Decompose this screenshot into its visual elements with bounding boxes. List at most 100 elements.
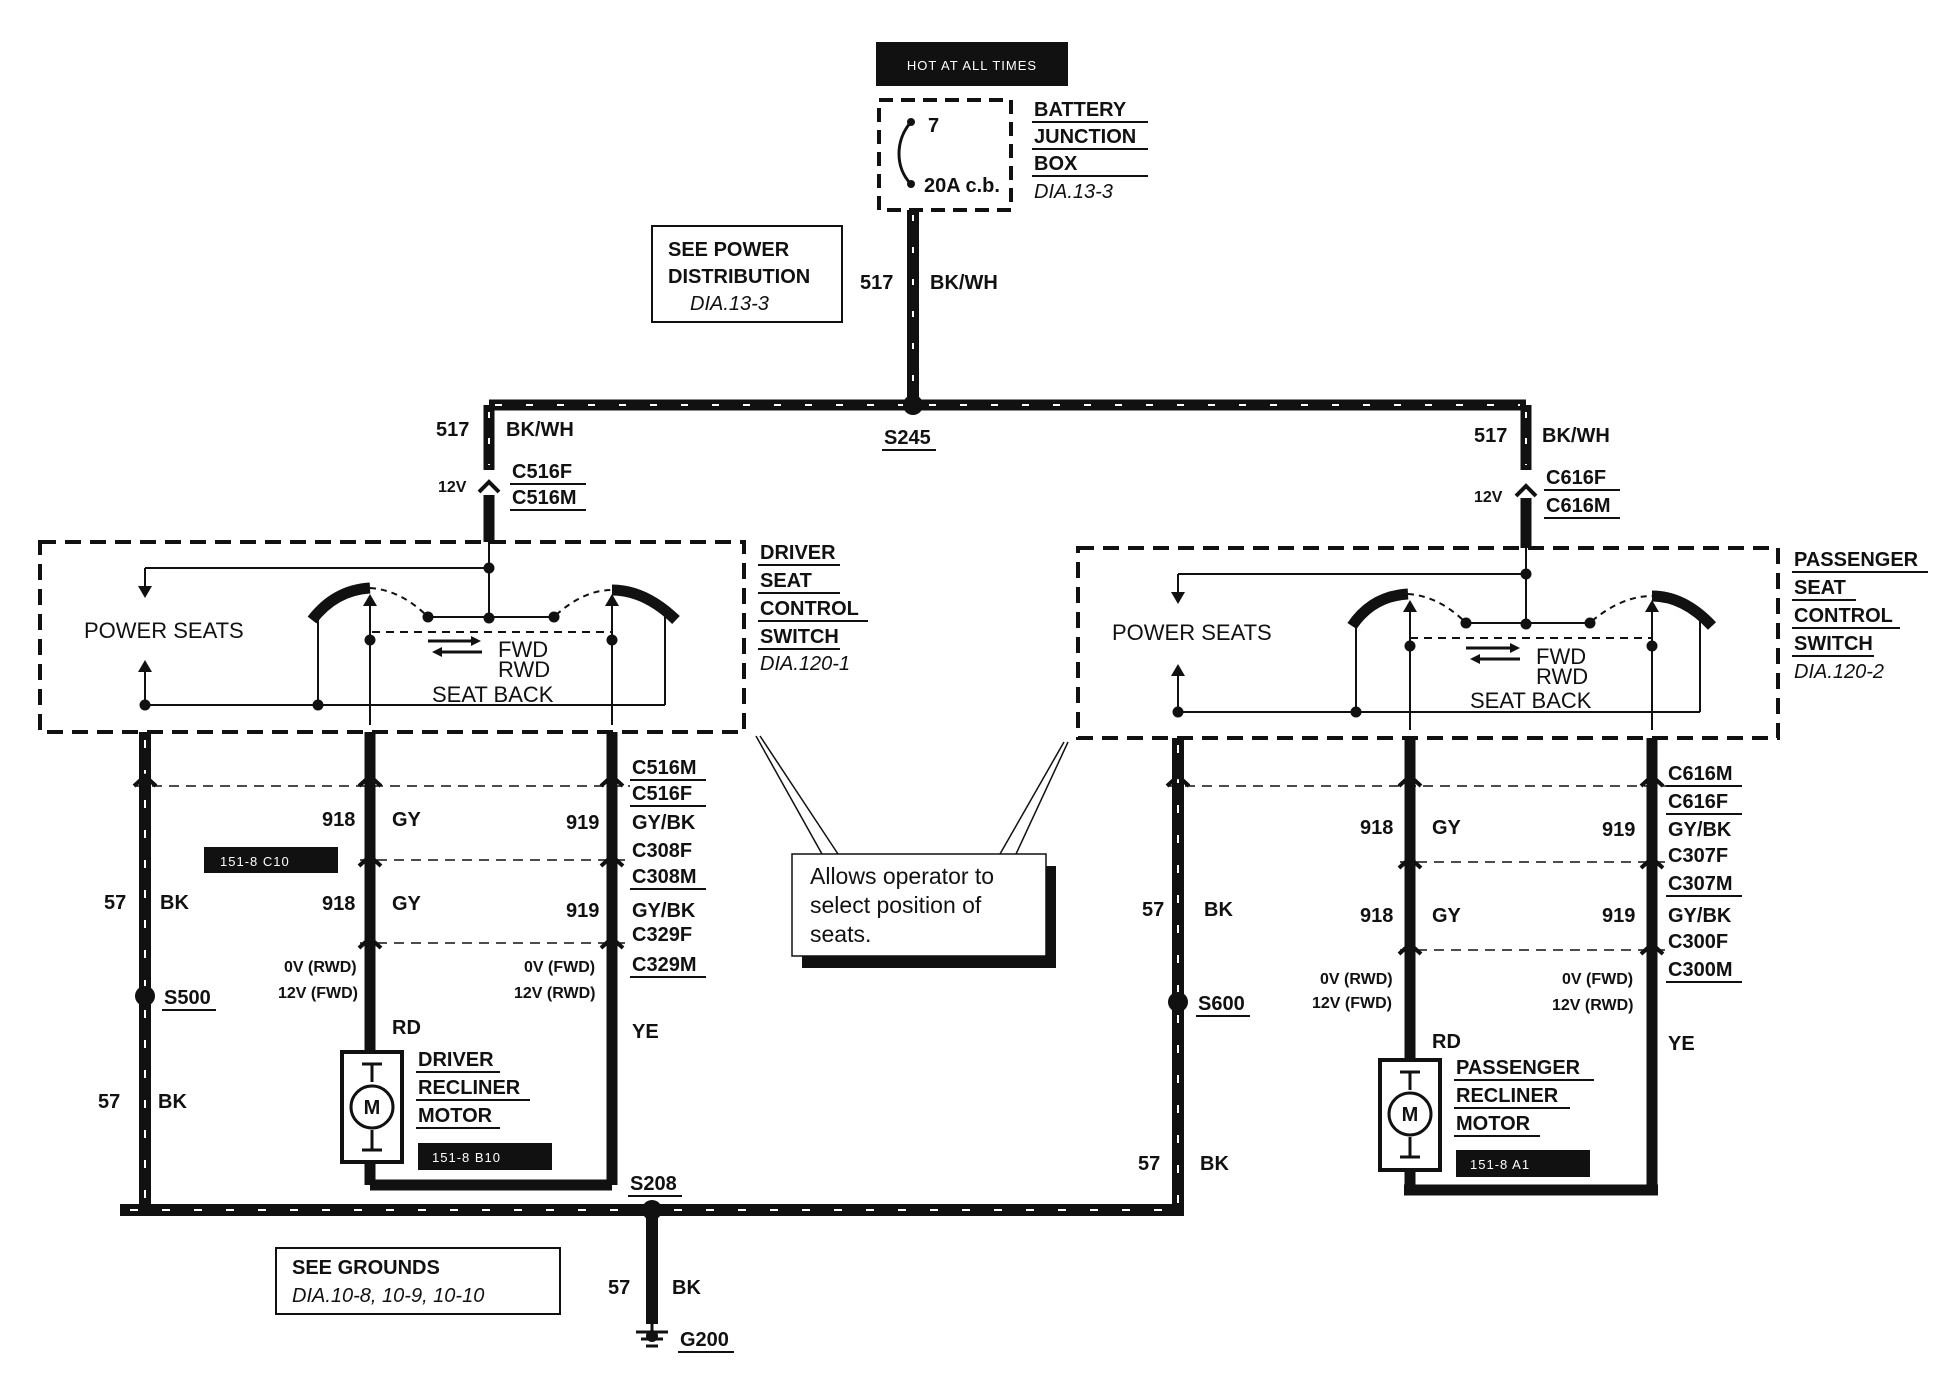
driver-conn-b3-m: C329M: [632, 954, 696, 976]
passenger-918-b: 918: [1360, 905, 1393, 927]
passenger-rd: RD: [1432, 1031, 1461, 1053]
splice-s600-label: S600: [1198, 993, 1245, 1015]
driver-loc-tag-label: 151-8 C10: [220, 854, 290, 869]
driver-connector-pins: [132, 773, 625, 950]
left-feed-circuit: 517: [436, 419, 469, 441]
driver-seat-back: SEAT BACK: [432, 682, 554, 707]
callout-box: [791, 853, 1047, 957]
driver-gybk-a: GY/BK: [632, 812, 696, 834]
driver-switch-box: [38, 540, 746, 734]
battery-box-name-1: BATTERY: [1034, 99, 1127, 121]
passenger-fwd: FWD: [1536, 644, 1586, 669]
fuse-terminal-bottom: [907, 180, 915, 188]
battery-box-name-3: BOX: [1034, 153, 1078, 175]
callout-line-3: seats.: [810, 921, 871, 947]
passenger-gnd-color-a: BK: [1204, 899, 1233, 921]
driver-motor-name-1: DRIVER: [418, 1049, 494, 1071]
driver-919-a: 919: [566, 812, 599, 834]
passenger-motor-symbol: M: [1402, 1104, 1419, 1126]
callout-line-2: select position of: [810, 892, 982, 918]
driver-rd: RD: [392, 1017, 421, 1039]
grounds-ref: DIA.10-8, 10-9, 10-10: [292, 1285, 484, 1307]
driver-switch-ref: DIA.120-1: [760, 653, 850, 675]
passenger-gnd-circuit-a: 57: [1142, 899, 1164, 921]
passenger-switch-ref: DIA.120-2: [1794, 661, 1884, 683]
driver-rd-v2: 12V (FWD): [278, 985, 358, 1002]
driver-gybk-b: GY/BK: [632, 900, 696, 922]
passenger-gnd-color-b: BK: [1200, 1153, 1229, 1175]
splice-s245: [903, 395, 923, 415]
driver-ye: YE: [632, 1021, 659, 1043]
passenger-switch-name-1: PASSENGER: [1794, 549, 1919, 571]
driver-gy-a: GY: [392, 809, 422, 831]
callout-line-1: Allows operator to: [810, 863, 994, 889]
passenger-conn-b2-f: C307F: [1668, 845, 1728, 867]
passenger-rd-v1: 0V (RWD): [1320, 971, 1393, 988]
splice-s600: [1168, 992, 1188, 1012]
left-feed-color: BK/WH: [506, 419, 574, 441]
passenger-919-b: 919: [1602, 905, 1635, 927]
passenger-gy-a: GY: [1432, 817, 1462, 839]
fuse-terminal-top: [907, 118, 915, 126]
passenger-ye: YE: [1668, 1033, 1695, 1055]
circuit-breaker-icon: [897, 121, 913, 186]
passenger-ye-v1: 0V (FWD): [1562, 971, 1633, 988]
right-conn-top-f: C616F: [1546, 467, 1606, 489]
driver-switch-name-3: CONTROL: [760, 598, 859, 620]
driver-gy-b: GY: [392, 893, 422, 915]
passenger-conn-b1-m: C616M: [1668, 763, 1732, 785]
splice-s208-label: S208: [630, 1173, 677, 1195]
passenger-conn-b1-f: C616F: [1668, 791, 1728, 813]
power-distribution-ref: DIA.13-3: [690, 293, 769, 315]
driver-ye-v1: 0V (FWD): [524, 959, 595, 976]
hot-banner: [876, 42, 1068, 86]
passenger-motor-icon: [1387, 1091, 1433, 1137]
fuse-rating: 20A c.b.: [924, 175, 1000, 197]
ground-circuit: 57: [608, 1277, 630, 1299]
power-distribution-line-1: SEE POWER: [668, 239, 790, 261]
driver-919-b: 919: [566, 900, 599, 922]
driver-conn-b2-f: C308F: [632, 840, 692, 862]
driver-conn-b1-f: C516F: [632, 783, 692, 805]
ground-id: G200: [680, 1329, 729, 1351]
driver-motor-name-2: RECLINER: [418, 1077, 521, 1099]
passenger-919-a: 919: [1602, 819, 1635, 841]
driver-conn-b1-m: C516M: [632, 757, 696, 779]
passenger-switch-name-3: CONTROL: [1794, 605, 1893, 627]
driver-gnd-color-b: BK: [158, 1091, 187, 1113]
passenger-motor-name-2: RECLINER: [1456, 1085, 1559, 1107]
passenger-gybk-b: GY/BK: [1668, 905, 1732, 927]
passenger-switch-box: [1076, 546, 1780, 740]
left-top-connector: [477, 479, 501, 494]
driver-motor-icon: [349, 1084, 395, 1130]
passenger-connector-pins: [1165, 773, 1665, 956]
left-voltage: 12V: [438, 479, 467, 496]
driver-motor-name-3: MOTOR: [418, 1105, 493, 1127]
hot-label: HOT AT ALL TIMES: [907, 58, 1037, 73]
grounds-box: [275, 1247, 561, 1315]
driver-switch-name-2: SEAT: [760, 570, 812, 592]
passenger-motor-name-1: PASSENGER: [1456, 1057, 1581, 1079]
driver-loc-tag: [204, 847, 338, 873]
power-distribution-line-2: DISTRIBUTION: [668, 266, 810, 288]
passenger-switch-name-2: SEAT: [1794, 577, 1846, 599]
passenger-gy-b: GY: [1432, 905, 1462, 927]
passenger-gnd-circuit-b: 57: [1138, 1153, 1160, 1175]
driver-switch-name-1: DRIVER: [760, 542, 836, 564]
passenger-switch-name-4: SWITCH: [1794, 633, 1873, 655]
passenger-ye-v2: 12V (RWD): [1552, 997, 1634, 1014]
feed-color: BK/WH: [930, 272, 998, 294]
passenger-switch-internals: [1171, 548, 1717, 730]
passenger-rd-v2: 12V (FWD): [1312, 995, 1392, 1012]
left-conn-top-f: C516F: [512, 461, 572, 483]
passenger-rwd: RWD: [1536, 664, 1588, 689]
splice-s500-label: S500: [164, 987, 211, 1009]
driver-conn-b3-f: C329F: [632, 924, 692, 946]
passenger-motor-tag-label: 151-8 A1: [1470, 1157, 1530, 1172]
right-conn-top-m: C616M: [1546, 495, 1610, 517]
driver-ye-v2: 12V (RWD): [514, 985, 596, 1002]
left-conn-top-m: C516M: [512, 487, 576, 509]
passenger-conn-b3-m: C300M: [1668, 959, 1732, 981]
fuse-number: 7: [928, 115, 939, 137]
